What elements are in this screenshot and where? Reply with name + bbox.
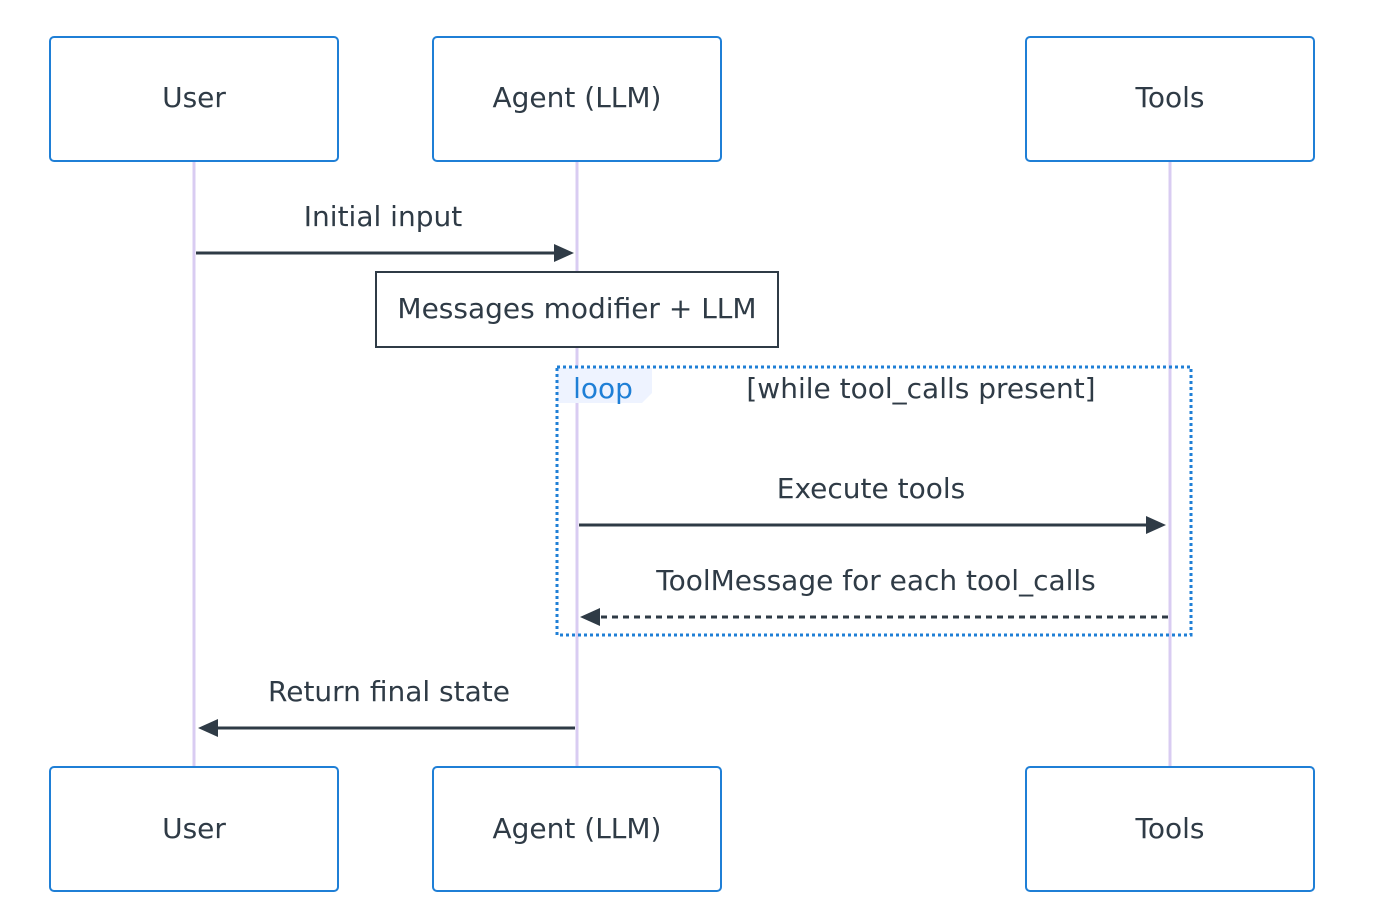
arrowhead-right-icon: [554, 244, 574, 262]
note-messages-modifier-label: Messages modifier + LLM: [397, 292, 756, 325]
actor-tools-bottom-label: Tools: [1135, 812, 1205, 845]
actor-tools-bottom: Tools: [1025, 766, 1315, 892]
actor-agent-top-label: Agent (LLM): [493, 81, 662, 114]
actor-tools-top-label: Tools: [1135, 81, 1205, 114]
loop-frame: loop [while tool_calls present]: [555, 365, 1193, 637]
loop-condition: [while tool_calls present]: [746, 372, 1095, 405]
message-return-final-state-label: Return final state: [268, 675, 510, 708]
message-return-final-state: Return final state: [198, 675, 575, 737]
arrowhead-left-icon: [198, 719, 218, 737]
message-initial-input: Initial input: [196, 200, 574, 262]
actor-user-bottom-label: User: [162, 812, 226, 845]
message-tool-message: ToolMessage for each tool_calls: [580, 564, 1168, 626]
actor-agent-bottom-label: Agent (LLM): [493, 812, 662, 845]
actor-user-top: User: [49, 36, 339, 162]
message-tool-message-label: ToolMessage for each tool_calls: [655, 564, 1096, 597]
arrowhead-left-icon: [580, 608, 600, 626]
message-initial-input-label: Initial input: [304, 200, 462, 233]
actor-tools-top: Tools: [1025, 36, 1315, 162]
note-messages-modifier: Messages modifier + LLM: [375, 271, 779, 348]
message-execute-tools: Execute tools: [579, 472, 1166, 534]
actor-agent-top: Agent (LLM): [432, 36, 722, 162]
message-execute-tools-label: Execute tools: [777, 472, 965, 505]
loop-label-tab: [557, 368, 652, 403]
arrowhead-right-icon: [1146, 516, 1166, 534]
actor-user-top-label: User: [162, 81, 226, 114]
loop-border: [555, 365, 1193, 637]
loop-label: loop: [573, 372, 633, 405]
actor-agent-bottom: Agent (LLM): [432, 766, 722, 892]
actor-user-bottom: User: [49, 766, 339, 892]
